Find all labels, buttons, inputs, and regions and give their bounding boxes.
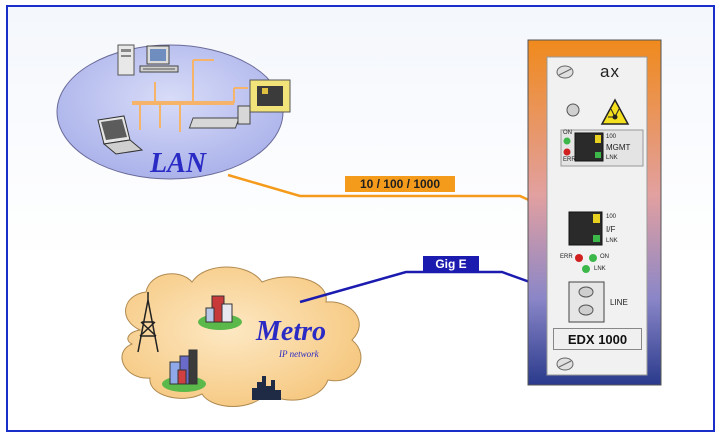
workstation-icon xyxy=(188,79,291,129)
status-lnk-label: LNK xyxy=(594,266,606,272)
status-on-label: ON xyxy=(600,254,609,260)
mgmt-link-label: LNK xyxy=(606,155,618,161)
line-port-label: LINE xyxy=(610,298,628,307)
lan-label: LAN xyxy=(150,148,206,179)
mgmt-speed-label: 100 xyxy=(606,134,617,140)
device-model-label: EDX 1000 xyxy=(553,328,642,350)
mgmt-name-label: MGMT xyxy=(606,143,631,152)
laser-warning-icon xyxy=(600,98,630,125)
top-screw-icon xyxy=(556,65,574,79)
if-speed-label: 100 xyxy=(606,214,617,220)
if-link-label: LNK xyxy=(606,238,618,244)
status-err-led xyxy=(575,254,583,262)
metro-sublabel: IP network xyxy=(279,349,319,359)
metro-link-line xyxy=(299,270,553,304)
mgmt-on-led xyxy=(563,137,571,145)
lan-link-speed-badge: 10 / 100 / 1000 xyxy=(345,176,455,192)
reset-button-icon xyxy=(566,103,580,117)
radio-tower-icon xyxy=(137,292,159,353)
skyline-icon xyxy=(252,376,281,400)
metro-label: Metro xyxy=(256,316,326,347)
mgmt-on-label: ON xyxy=(563,130,572,136)
metro-link-badge: Gig E xyxy=(423,256,479,272)
office-buildings-icon xyxy=(198,295,242,330)
mgmt-err-led xyxy=(563,148,571,156)
laptop-icon xyxy=(97,115,144,155)
bottom-screw-icon xyxy=(556,357,574,371)
lan-bus xyxy=(132,59,248,132)
device-brand-logo: ax xyxy=(600,62,620,81)
city-buildings-icon xyxy=(162,349,206,392)
if-name-label: I/F xyxy=(606,225,616,234)
status-err-label: ERR xyxy=(560,254,573,260)
mgmt-err-label: ERR xyxy=(563,157,576,163)
status-lnk-led xyxy=(582,265,590,273)
status-on-led xyxy=(589,254,597,262)
desktop-computer-icon xyxy=(117,44,179,76)
